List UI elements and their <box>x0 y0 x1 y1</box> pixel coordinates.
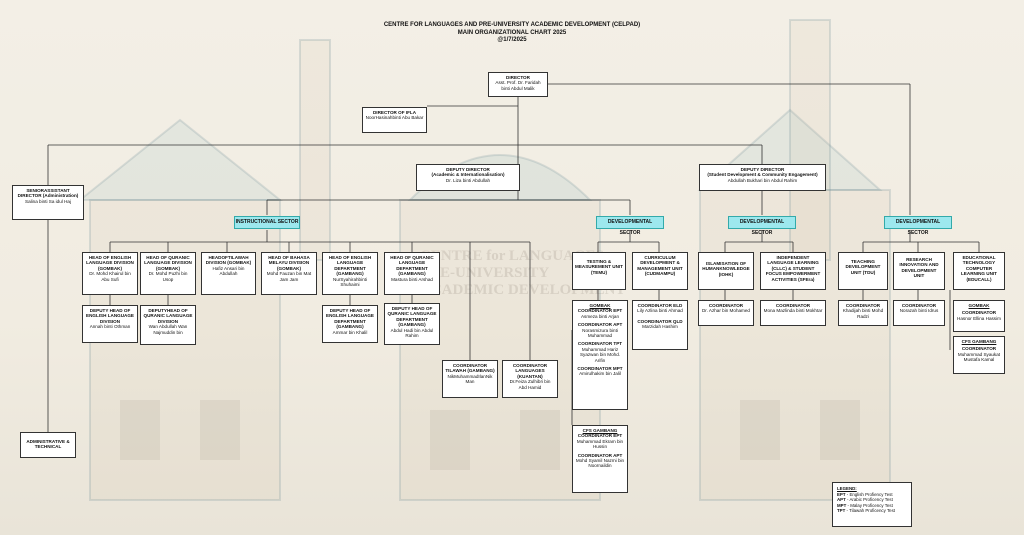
legend-item: MPT - Malay Proficency Test <box>837 502 893 508</box>
header-title: CENTRE FOR LANGUAGES AND PRE-UNIVERSITY … <box>383 22 641 28</box>
ridu-unit-box: RESEARCH INNOVATION AND DEVELOPMENT UNIT <box>893 252 945 290</box>
educall-unit-box: EDUCATIONAL TECHNOLOGY COMPUTER LEARNING… <box>953 252 1005 290</box>
deputy-director-student-box: DEPUTY DIRECTOR (Student Development & C… <box>699 164 826 191</box>
cllc-coordinator-box: COORDINATOR Mona Mazlinda binti Mokhtar <box>760 300 826 326</box>
tdu-unit-box: TEACHING DEVELOPMENT UNIT (TDU) <box>838 252 888 290</box>
legend-item: EPT - English Profiency Test <box>837 491 893 497</box>
developmental-sector-3-label: DEVELOPMENTAL SECTOR <box>884 216 952 236</box>
developmental-sector-2-label: DEVELOPMENTAL SECTOR <box>728 216 796 236</box>
legend-title: LEGEND: <box>837 486 857 491</box>
chart-header: CENTRE FOR LANGUAGES AND PRE-UNIVERSITY … <box>0 22 1024 45</box>
educall-gambang-coordinator-box: CFS GAMBANG COORDINATOR Muhammad Syaukat… <box>953 336 1005 374</box>
coordinator-tilawah-gambang-box: COORDINATOR TILAWAH (GAMBANG) NikMuhamma… <box>442 360 498 398</box>
head-quranic-gambang-box: HEAD OF QURANIC LANGUAGE DIVISION (GOMBA… <box>384 252 440 295</box>
educall-gombak-coordinator-box: GOMBAK COORDINATOR Hasnor Ellina Hassim <box>953 300 1005 332</box>
deputy-quranic-gombak-box: DEPUTYHEAD OF QURANIC LANGUAGE DIVISION … <box>140 305 196 345</box>
temu-gombak-coordinators-box: GOMBAK COORDINATOR EPT Asmeza binti Arja… <box>572 300 628 410</box>
head-quranic-gombak-box: HEAD OF QURANIC LANGUAGE DIVISION (GOMBA… <box>140 252 196 295</box>
developmental-sector-1-label: DEVELOPMENTAL SECTOR <box>596 216 664 236</box>
director-box: DIRECTOR Asst. Prof. Dr. Faridah binti A… <box>488 72 548 97</box>
legend-box: LEGEND: EPT - English Profiency Test APT… <box>832 482 912 527</box>
senior-assistant-director-box: SENIORASSISTANT DIRECTOR (Administration… <box>12 185 84 220</box>
legend-item: APT - Arabic Proficency Test <box>837 497 893 503</box>
coordinator-languages-kuantan-box: COORDINATOR LANGUAGES (KUANTAN) Dr.Feiza… <box>502 360 558 398</box>
cudmampu-unit-box: CURRICULUM DEVELOPMENT & MANAGEMENT UNIT… <box>632 252 688 290</box>
head-english-gambang-box: HEAD OF ENGLISH LANGUAGE DEPARTMENT (GAM… <box>322 252 378 295</box>
deputy-director-academic-box: DEPUTY DIRECTOR (Academic & Internationa… <box>416 164 520 191</box>
temu-gambang-coordinators-box: CFS GAMBANG COORDINATOR EPT Muhammad Ekr… <box>572 425 628 493</box>
instructional-sector-label: INSTRUCTIONAL SECTOR <box>234 216 300 229</box>
legend-item: TPT - Tilawah Proficency Test <box>837 508 896 514</box>
header-subtitle: MAIN ORGANIZATIONAL CHART 2025 <box>457 29 567 36</box>
head-melayu-gombak-box: HEAD OF BAHASA MELAYU DIVISION (GOMBAK) … <box>261 252 317 295</box>
header-date: @1/7/2025 <box>497 37 527 43</box>
deputy-english-gambang-box: DEPUTY HEAD OF ENGLISH LANGUAGE DEPARTME… <box>322 305 378 343</box>
temu-unit-box: TESTING & MEASUREMENT UNIT (TEMU) <box>572 252 626 290</box>
deputy-quranic-gambang-box: DEPUTY HEAD OF QURANIC LANGUAGE DEPARTME… <box>384 303 440 345</box>
admin-technical-box: ADMINISTRATIVE & TECHNICAL <box>20 432 76 458</box>
ridu-coordinator-box: COORDINATOR Norazah binti Idrus <box>893 300 945 326</box>
head-english-gombak-box: HEAD OF ENGLISH LANGUAGE DIVISION (GOMBA… <box>82 252 138 295</box>
iohk-coordinator-box: COORDINATOR Dr. Azhar bin Mohamed <box>698 300 754 326</box>
tdu-coordinator-box: COORDINATOR Khadijah binti Mohd Radzi <box>838 300 888 326</box>
head-tilawah-gombak-box: HEADOFTILAWAH DIVISION (GOMBAK) Hafiz An… <box>201 252 256 295</box>
deputy-english-gombak-box: DEPUTY HEAD OF ENGLISH LANGUAGE DIVISION… <box>82 305 138 343</box>
iohk-unit-box: ISLAMISATION OF HUMANKNOWLEDGE (IOHK) <box>698 252 754 290</box>
coordinator-eld-box: COORDINATOR ELD Lily Azlina binti Ahmad … <box>632 300 688 350</box>
cllc-sfera-unit-box: INDEPENDENT LANGUAGE LEARNING (CLLC) & S… <box>760 252 826 290</box>
ifla-director-box: DIRECTOR OF IFLA NoorHasinahbinti Abu Ba… <box>362 107 427 133</box>
